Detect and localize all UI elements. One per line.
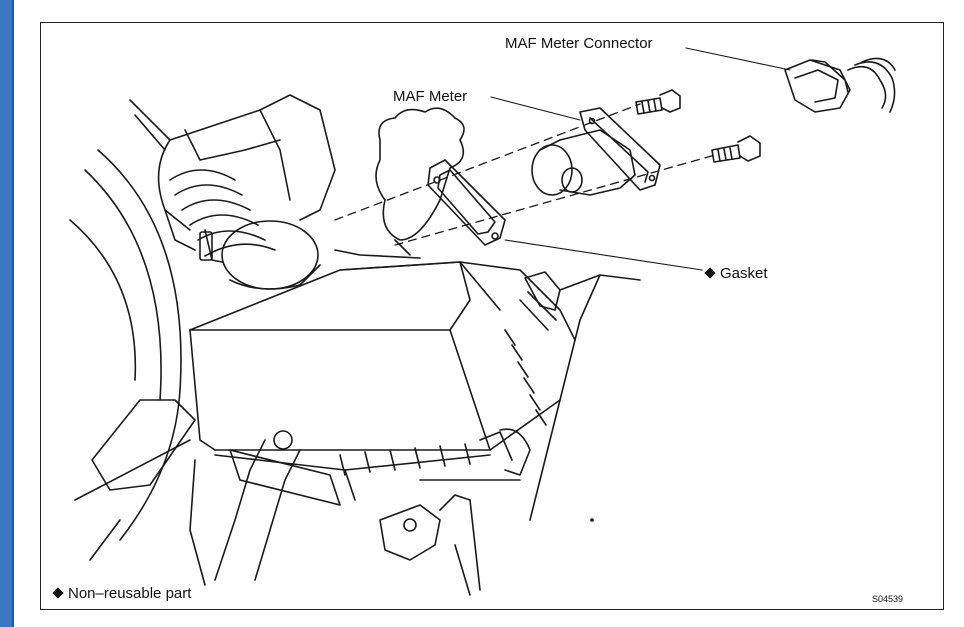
maf-meter-connector-label: MAF Meter Connector [505,35,653,52]
body-panel-lines [419,274,641,591]
maf-meter [531,107,661,196]
diamond-icon [704,267,716,279]
intake-duct [129,94,336,231]
rubber-boot [164,169,321,290]
stray-dot [590,518,594,522]
maf-connector [784,57,896,113]
lower-left-parts [74,399,341,586]
legend-non-reusable: Non–reusable part [52,585,192,602]
gasket-label-text: Gasket [720,265,768,282]
leader-lines [490,47,791,271]
figure-id: S04539 [872,594,904,604]
diamond-icon [52,587,64,599]
bolt-lower [711,135,761,163]
box-clips [479,271,561,476]
assembly-guide-lines [334,103,716,246]
maf-meter-label: MAF Meter [393,88,468,105]
air-cleaner-box [189,249,576,501]
gasket-label: Gasket [704,265,768,282]
background-cloud [375,107,465,256]
legend-text: Non–reusable part [68,585,192,602]
bolt-upper [635,89,681,115]
diagram-frame [40,22,944,610]
intake-hose-arc [69,149,182,541]
lower-bracket [379,494,471,596]
window-side-bar [0,0,14,627]
